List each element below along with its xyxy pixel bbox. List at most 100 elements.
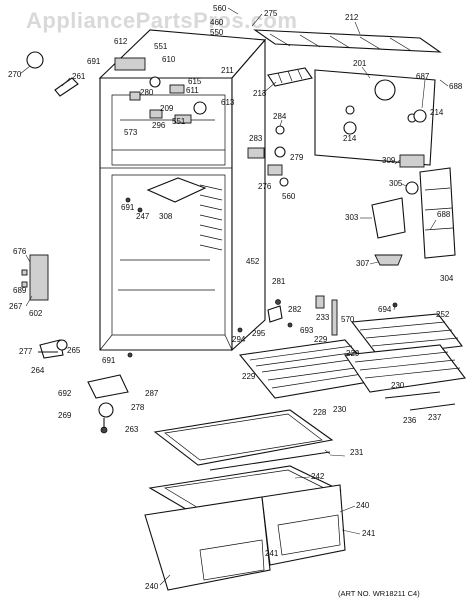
- callout-611: 611: [186, 86, 199, 95]
- callout-688: 688: [449, 82, 463, 91]
- callout-228: 228: [313, 408, 327, 417]
- callout-277: 277: [19, 347, 33, 356]
- refrigerator-cabinet: [98, 29, 267, 352]
- callout-691b: 691: [121, 203, 135, 212]
- callout-610: 610: [162, 55, 176, 64]
- callout-305: 305: [389, 179, 403, 188]
- callout-282: 282: [288, 305, 302, 314]
- freezer-wire-shelf: [253, 29, 442, 53]
- callout-242: 242: [311, 472, 325, 481]
- light-bulb-left: [343, 121, 357, 135]
- callout-691a: 691: [87, 57, 101, 66]
- callout-694: 694: [378, 305, 392, 314]
- callout-294: 294: [232, 335, 246, 344]
- callout-214b: 214: [430, 108, 444, 117]
- fasteners: [125, 197, 398, 358]
- callout-551b: 551: [172, 117, 186, 126]
- lower-small-parts: [87, 374, 129, 434]
- leader-lines: [19, 7, 449, 586]
- cover-trim-231: [209, 451, 331, 471]
- callout-230b: 230: [333, 405, 347, 414]
- callout-240a: 240: [356, 501, 370, 510]
- callout-212: 212: [345, 13, 359, 22]
- ice-tray: [267, 67, 313, 87]
- callout-550: 550: [210, 28, 224, 37]
- callout-247: 247: [136, 212, 150, 221]
- callout-231: 231: [350, 448, 364, 457]
- callout-276: 276: [258, 182, 272, 191]
- callout-270: 270: [8, 70, 22, 79]
- callout-236: 236: [403, 416, 417, 425]
- callout-460: 460: [210, 18, 224, 27]
- crisper-pans: [144, 484, 346, 591]
- callout-676: 676: [13, 247, 27, 256]
- callout-201: 201: [353, 59, 367, 68]
- callout-281: 281: [272, 277, 286, 286]
- freezer-controls: [114, 57, 207, 124]
- callout-303: 303: [345, 213, 359, 222]
- evaporator-cover-panel: [314, 69, 436, 166]
- callout-263: 263: [125, 425, 139, 434]
- callout-551: 551: [154, 42, 168, 51]
- callout-240b: 240: [145, 582, 159, 591]
- callout-269: 269: [58, 411, 72, 420]
- shelf-rail-237: [409, 403, 456, 411]
- art-number: (ART NO. WR18211 C4): [338, 589, 420, 598]
- callout-278: 278: [131, 403, 145, 412]
- callout-283: 283: [249, 134, 263, 143]
- callout-296: 296: [152, 121, 166, 130]
- callout-307: 307: [356, 259, 370, 268]
- callout-612: 612: [114, 37, 128, 46]
- callout-602: 602: [29, 309, 43, 318]
- shelf-rail-236: [384, 391, 441, 399]
- callout-304: 304: [440, 274, 454, 283]
- callout-452: 452: [246, 257, 260, 266]
- callout-691c: 691: [102, 356, 116, 365]
- door-shelf-insert: [419, 167, 456, 259]
- light-socket-assembly: [247, 125, 289, 187]
- callout-280: 280: [140, 88, 154, 97]
- callout-209: 209: [160, 104, 174, 113]
- callout-214a: 214: [343, 134, 357, 143]
- callout-570: 570: [341, 315, 355, 324]
- bin-bracket: [374, 254, 403, 266]
- callout-560b: 560: [282, 192, 296, 201]
- wire-shelf-230: [344, 344, 466, 393]
- callout-689: 689: [13, 286, 27, 295]
- callout-229b: 229: [346, 349, 360, 358]
- callout-284: 284: [273, 112, 287, 121]
- shelf-support-parts: [267, 295, 338, 336]
- callout-309: 309: [382, 156, 396, 165]
- callout-229a: 229: [314, 335, 328, 344]
- callout-279: 279: [290, 153, 304, 162]
- callout-688b: 688: [437, 210, 451, 219]
- part-callouts: 560 275 212 201 460 550 612 610 551 611 …: [8, 4, 463, 591]
- callout-265: 265: [67, 346, 81, 355]
- callout-261: 261: [72, 72, 86, 81]
- callout-211: 211: [221, 66, 234, 75]
- control-knob: [405, 181, 419, 195]
- callout-264: 264: [31, 366, 45, 375]
- callout-237: 237: [428, 413, 442, 422]
- dairy-door-label: [399, 154, 425, 168]
- callout-267: 267: [9, 302, 23, 311]
- callout-252: 252: [436, 310, 450, 319]
- left-side-parts: [21, 51, 79, 359]
- callout-573: 573: [124, 128, 138, 137]
- callout-230a: 230: [391, 381, 405, 390]
- watermark: AppliancePartsPros.com: [26, 8, 297, 33]
- callout-692: 692: [58, 389, 72, 398]
- callout-295: 295: [252, 329, 266, 338]
- callout-687: 687: [416, 72, 430, 81]
- callout-241b: 241: [265, 549, 279, 558]
- callout-287: 287: [145, 389, 159, 398]
- callout-213: 213: [253, 89, 267, 98]
- callout-613: 613: [221, 98, 235, 107]
- crisper-cover-frame: [153, 409, 334, 466]
- callout-229c: 229: [242, 372, 256, 381]
- callout-693: 693: [300, 326, 314, 335]
- dairy-bin: [371, 197, 406, 239]
- callout-275: 275: [264, 9, 278, 18]
- callout-615: 615: [188, 77, 202, 86]
